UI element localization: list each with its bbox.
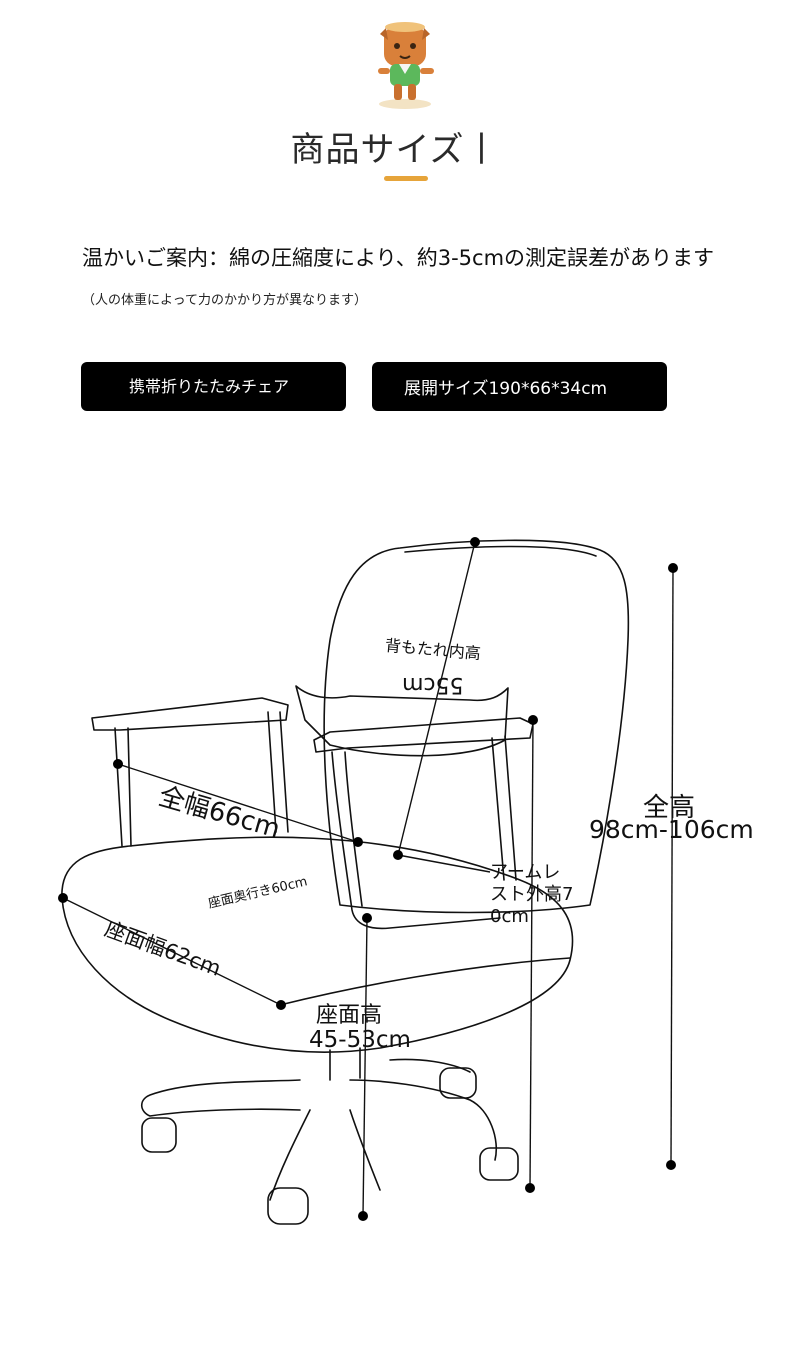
- seat-height-value: 45-53cm: [309, 1027, 411, 1053]
- title-underline: [384, 176, 428, 181]
- measurement-notice: 温かいご案内：綿の圧縮度により、約3-5cmの測定誤差があります: [82, 246, 715, 270]
- back-height-value: 55cm: [402, 672, 464, 697]
- product-type-label: 携帯折りたたみチェア: [129, 377, 290, 396]
- armrest-height-line1: アームレ: [490, 862, 561, 883]
- seat-height-label: 座面高: [316, 1003, 383, 1028]
- product-type-badge: 携帯折りたたみチェア: [81, 362, 346, 411]
- tree-stump-mascot-icon: [378, 22, 434, 109]
- unfolded-size-badge: 展開サイズ190*66*34cm: [372, 362, 667, 411]
- page-title: 商品サイズ丨: [290, 130, 500, 170]
- armrest-height-label: アームレ スト外高7 0cm: [490, 862, 573, 928]
- full-height-value: 98cm-106cm: [589, 815, 754, 844]
- chair-diagram: [58, 537, 678, 1225]
- measurement-subnote: （人の体重によって力のかかり方が異なります）: [82, 293, 367, 308]
- full-height-label: 全高: [643, 793, 696, 823]
- armrest-height-line2: スト外高7: [490, 884, 574, 905]
- unfolded-size-label: 展開サイズ190*66*34cm: [404, 379, 608, 399]
- armrest-height-line3: 0cm: [490, 906, 529, 927]
